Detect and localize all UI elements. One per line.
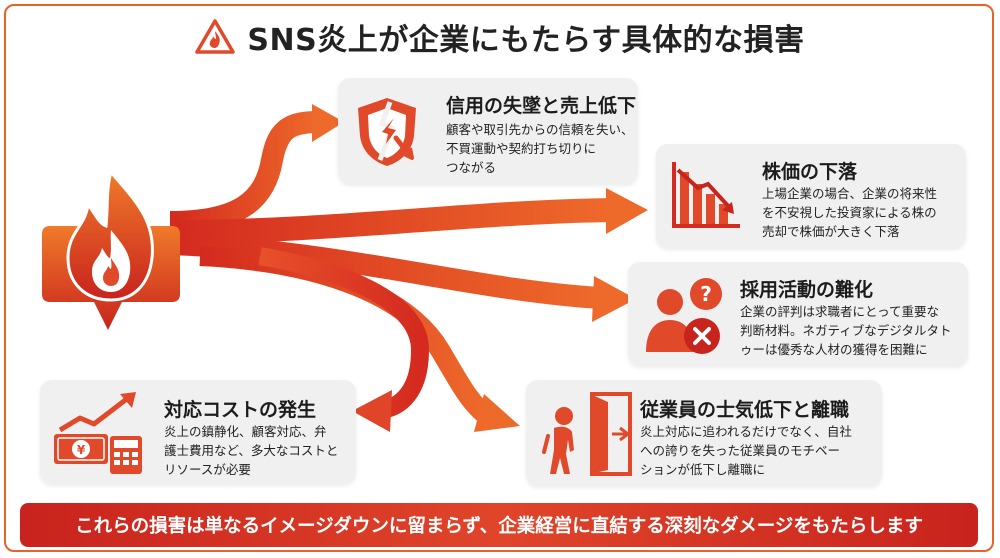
card-stock-title: 株価の下落 [762,161,858,183]
person-question-cross-icon: ? [646,278,722,354]
card-trust-body: 顧客や取引先からの信頼を失い、 不買運動や契約打ち切りに つながる [446,122,634,175]
arrow-to-cost [258,247,430,419]
page-title: SNS炎上が企業にもたらす具体的な損害 [247,23,805,58]
declining-bar-chart-icon [672,162,740,228]
dejected-person-exit-door-icon [542,392,632,476]
summary-banner: これらの損害は単なるイメージダウンに留まらず、企業経営に直結する深刻なダメージを… [20,503,978,547]
card-hiring-body: 企業の評判は求職者にとって重要な 判断材料。ネガティブなデジタルタト ゥーは優秀… [740,304,952,357]
card-response-cost: ¥ 対応コストの発生 炎上の鎮静化、顧客対応、弁 護士費用など、多大なコストと … [40,380,356,484]
card-cost-title: 対応コストの発生 [164,399,317,421]
money-calculator-rising-arrow-icon: ¥ [54,392,142,474]
card-hiring-title: 採用活動の難化 [740,279,874,301]
page-header: SNS炎上が企業にもたらす具体的な損害 [0,14,1000,60]
card-cost-body: 炎上の鎮静化、顧客対応、弁 護士費用など、多大なコストと リソースが必要 [164,424,339,477]
broken-shield-icon [358,98,416,166]
arrow-to-stock [169,198,613,244]
card-morale-body: 炎上対応に追われるだけでなく、自社 への誇りを失った従業員のモチベー ションが低… [640,424,852,477]
card-hiring-difficulty: ? 採用活動の難化 企業の評判は求職者にとって重要な 判断材料。ネガティブなデジ… [628,262,968,366]
arrow-to-hiring [169,233,601,309]
card-morale-title: 従業員の士気低下と離職 [640,399,850,421]
page-frame [4,4,994,552]
card-stock-drop: 株価の下落 上場企業の場合、企業の将来性 を不安視した投資家による株の 売却で株… [656,144,966,248]
summary-banner-text: これらの損害は単なるイメージダウンに留まらず、企業経営に直結する深刻なダメージを… [75,516,923,537]
svg-text:?: ? [700,282,712,306]
fire-chat-bubble-icon [42,168,180,330]
arrow-to-trust [169,111,321,233]
warning-fire-icon [195,19,236,54]
card-trust-title: 信用の失墜と売上低下 [446,95,637,117]
card-trust-loss: 信用の失墜と売上低下 顧客や取引先からの信頼を失い、 不買運動や契約打ち切りに … [338,78,638,184]
card-employee-morale: 従業員の士気低下と離職 炎上対応に追われるだけでなく、自社 への誇りを失った従業… [526,380,882,486]
card-stock-body: 上場企業の場合、企業の将来性 を不安視した投資家による株の 売却で株価が大きく下… [762,186,938,239]
svg-text:¥: ¥ [77,443,86,457]
